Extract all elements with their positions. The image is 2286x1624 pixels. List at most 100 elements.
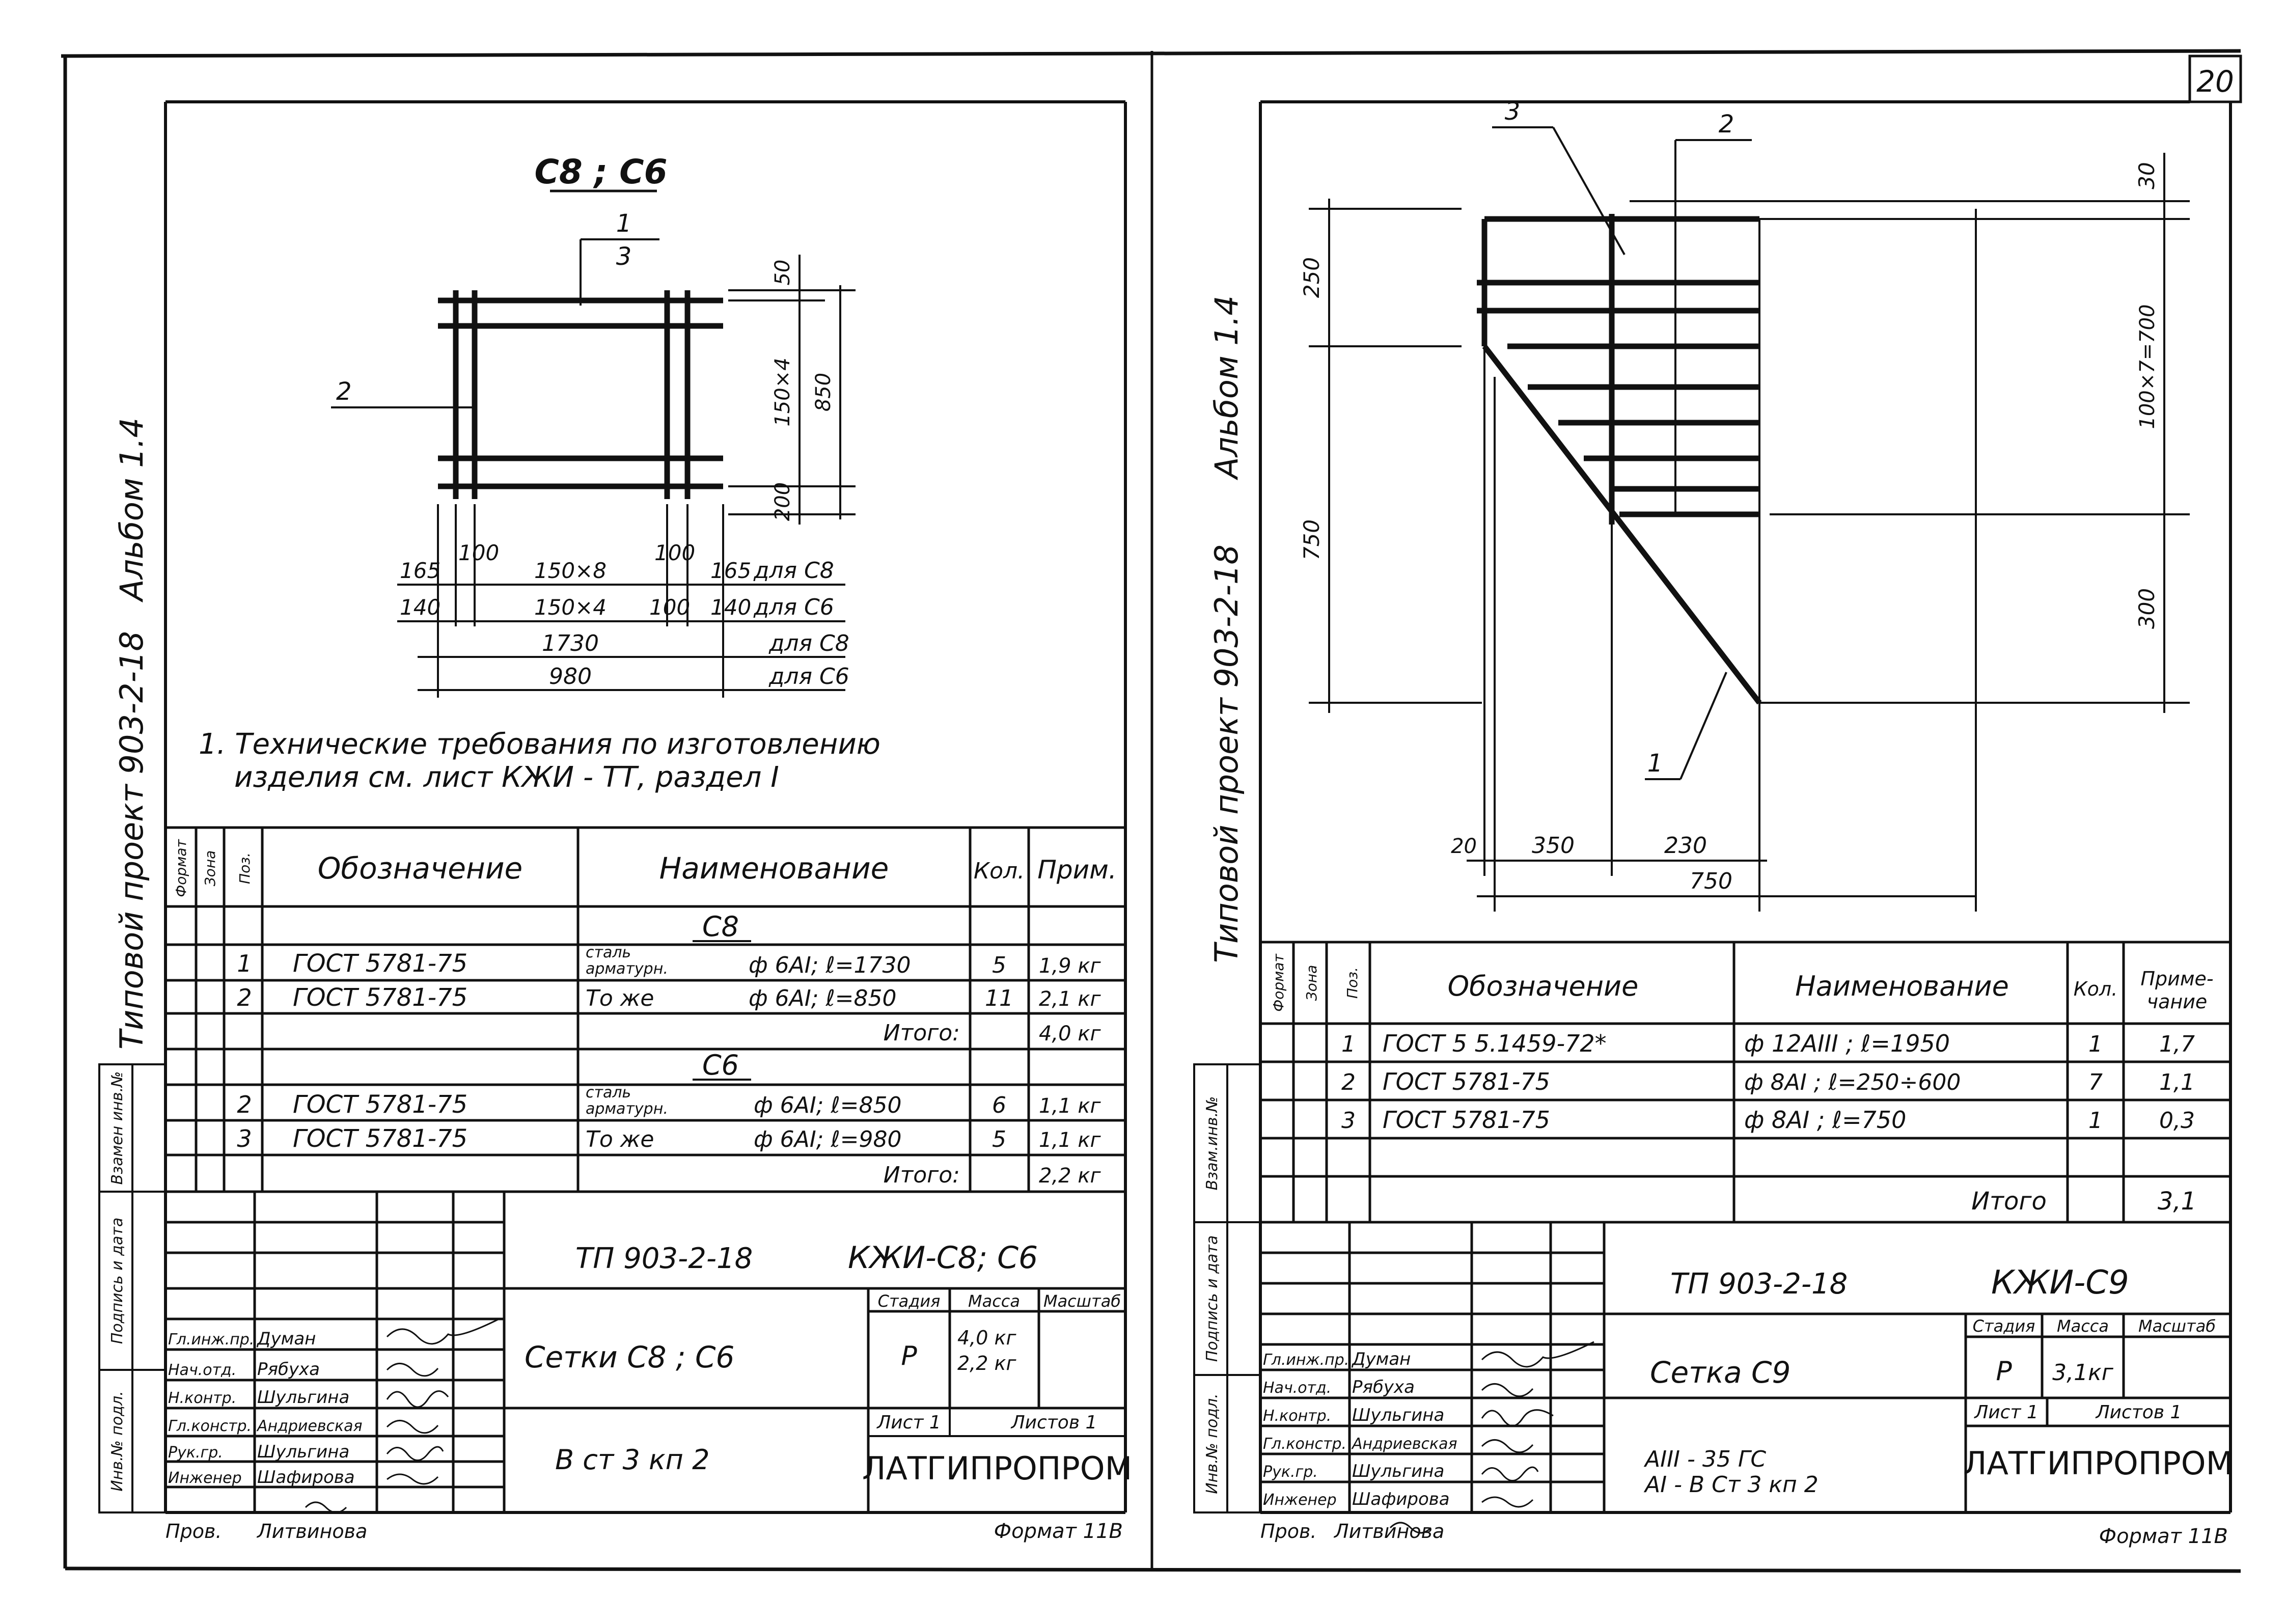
role-4: Рук.гр. [1263, 1463, 1318, 1481]
spec-c6-row1-qty: 6 [992, 1092, 1006, 1118]
dim-row3-note: для С8 [768, 630, 849, 656]
spec-row3-designation: ГОСТ 5781-75 [1383, 1106, 1550, 1134]
title-name: Сетки С8 ; С6 [525, 1340, 734, 1374]
spec-c8-row2-spec: ф 6АI; ℓ=850 [749, 985, 897, 1011]
leader-1-label: 1 [1647, 749, 1663, 778]
left-album-label: Альбом 1.4 [113, 418, 150, 603]
spec-c8-row2-designation: ГОСТ 5781-75 [293, 983, 467, 1012]
spec-c6-row1-pos: 2 [237, 1091, 252, 1118]
dim-750-left: 750 [1299, 519, 1324, 560]
signatures [1389, 1341, 1594, 1534]
col-note: Прим. [1037, 855, 1116, 885]
col-pos: Поз. [1344, 967, 1361, 999]
dim-row2-a: 140 [400, 595, 440, 620]
spec-c6-row2-qty: 5 [992, 1126, 1006, 1152]
col-format: Формат [173, 839, 189, 897]
sidebar-label-inv: Инв.№ подл. [1203, 1393, 1221, 1494]
name-5: Шафирова [257, 1467, 355, 1488]
title-name: Сетка С9 [1650, 1355, 1791, 1390]
sheet-label: Лист 1 [1973, 1402, 2039, 1423]
dim-200: 200 [771, 482, 794, 521]
checked-role: Пров. [166, 1520, 222, 1543]
dim-row2-e: 140 [710, 595, 751, 620]
spec-total-value: 3,1 [2158, 1187, 2196, 1216]
spec-row3-spec: ф 8АI ; ℓ=750 [1744, 1106, 1906, 1134]
dim-row2-c: 150×4 [534, 595, 607, 620]
spec-c6-row1-name2: арматурн. [586, 1100, 668, 1118]
dim-750-bottom: 750 [1690, 868, 1732, 894]
mass-label: Масса [2057, 1316, 2109, 1336]
sheet-format: Формат 11В [994, 1520, 1123, 1543]
section-c6: С6 [702, 1049, 739, 1081]
mesh-bars [438, 290, 723, 499]
spec-c6-row2-name1: То же [586, 1126, 654, 1152]
role-5: Инженер [1263, 1491, 1337, 1509]
sidebar-label-replace: Взамен инв.№ [108, 1071, 126, 1185]
dim-row4-value: 980 [549, 664, 592, 690]
role-1: Нач.отд. [1263, 1379, 1331, 1397]
left-sidebar-stamp: Взамен инв.№ Подпись и дата Инв.№ подл. [98, 1063, 167, 1513]
col-format: Формат [1270, 954, 1287, 1012]
spec-c6-row1-note: 1,1 кг [1039, 1094, 1101, 1118]
spec-c8-row1-designation: ГОСТ 5781-75 [293, 949, 467, 978]
mass-label: Масса [968, 1291, 1020, 1311]
col-zone: Зона [202, 850, 218, 887]
spec-c6-row2-spec: ф 6АI; ℓ=980 [754, 1126, 902, 1152]
right-project-label: Типовой проект 903-2-18 [1208, 544, 1245, 963]
spec-c6-total-label: Итого: [884, 1162, 960, 1188]
dim-row1-a: 165 [400, 558, 440, 583]
spec-c8-row1-pos: 1 [237, 950, 252, 977]
stage-value: Р [901, 1341, 917, 1371]
leader-3-label: 3 [616, 242, 632, 271]
dim-350: 350 [1532, 833, 1575, 859]
leader-2-label: 2 [336, 377, 352, 406]
scale-label: Масштаб [2138, 1316, 2216, 1336]
spec-c6-row2-note: 1,1 кг [1039, 1128, 1101, 1152]
sheet-format: Формат 11В [2099, 1525, 2228, 1548]
role-5: Инженер [168, 1469, 242, 1487]
dim-row3-value: 1730 [542, 630, 599, 656]
spec-row2-spec: ф 8АI ; ℓ=250÷600 [1744, 1069, 1961, 1095]
title-sheet-code: КЖИ-С9 [1991, 1264, 2129, 1302]
spec-row3-qty: 1 [2088, 1108, 2103, 1134]
left-title-block: ТП 903-2-18 КЖИ-С8; С6 Сетки С8 ; С6 В с… [166, 1192, 1132, 1543]
stage-label: Стадия [1973, 1316, 2035, 1336]
spec-row2-qty: 7 [2088, 1069, 2103, 1095]
spec-c6-total-value: 2,2 кг [1039, 1164, 1101, 1188]
tech-note-line1: 1. Технические требования по изготовлени… [199, 728, 880, 761]
dim-20: 20 [1451, 835, 1477, 858]
outer-frame [61, 49, 2241, 1573]
dim-300: 300 [2134, 588, 2159, 629]
page-number-box: 20 [2188, 54, 2242, 103]
role-1: Нач.отд. [168, 1361, 236, 1379]
dim-50: 50 [771, 260, 794, 286]
role-0: Гл.инж.пр. [1263, 1351, 1349, 1369]
sheets-label: Листов 1 [2095, 1402, 2182, 1423]
sidebar-label-replace: Взам.инв.№ [1203, 1096, 1221, 1191]
spec-row1-designation: ГОСТ 5 5.1459-72* [1383, 1030, 1607, 1057]
right-sheet: Альбом 1.4 Типовой проект 903-2-18 Взам.… [1193, 97, 2233, 1548]
name-0: Думан [1351, 1349, 1411, 1369]
right-title-block: ТП 903-2-18 КЖИ-С9 Сетка С9 АIII - 35 ГС… [1260, 1222, 2233, 1548]
spec-c8-total-label: Итого: [884, 1020, 960, 1046]
name-3: Андриевская [1351, 1435, 1457, 1453]
sidebar-label-sign: Подпись и дата [108, 1218, 126, 1344]
name-1: Рябуха [1352, 1377, 1415, 1397]
spec-row2-pos: 2 [1341, 1069, 1356, 1095]
mass-value-1: 4,0 кг [957, 1327, 1016, 1349]
mesh-c9-bars [1477, 214, 1762, 705]
col-designation: Обозначение [318, 851, 522, 886]
spec-c8-row1-note: 1,9 кг [1039, 954, 1101, 978]
col-note-2: чание [2147, 990, 2208, 1013]
name-2: Шульгина [1352, 1405, 1444, 1425]
dim-100x7: 100×7=700 [2136, 304, 2159, 429]
sidebar-label-sign: Подпись и дата [1203, 1235, 1221, 1362]
left-spec-table: Формат Зона Поз. Обозначение Наименовани… [166, 826, 1125, 1193]
left-project-label: Типовой проект 903-2-18 [113, 631, 150, 1050]
col-note-1: Приме- [2140, 968, 2213, 990]
spec-c8-row1-spec: ф 6АI; ℓ=1730 [749, 952, 911, 978]
col-name: Наименование [1795, 970, 2009, 1002]
col-zone: Зона [1303, 965, 1320, 1001]
spec-row1-spec: ф 12АIII ; ℓ=1950 [1744, 1030, 1950, 1057]
